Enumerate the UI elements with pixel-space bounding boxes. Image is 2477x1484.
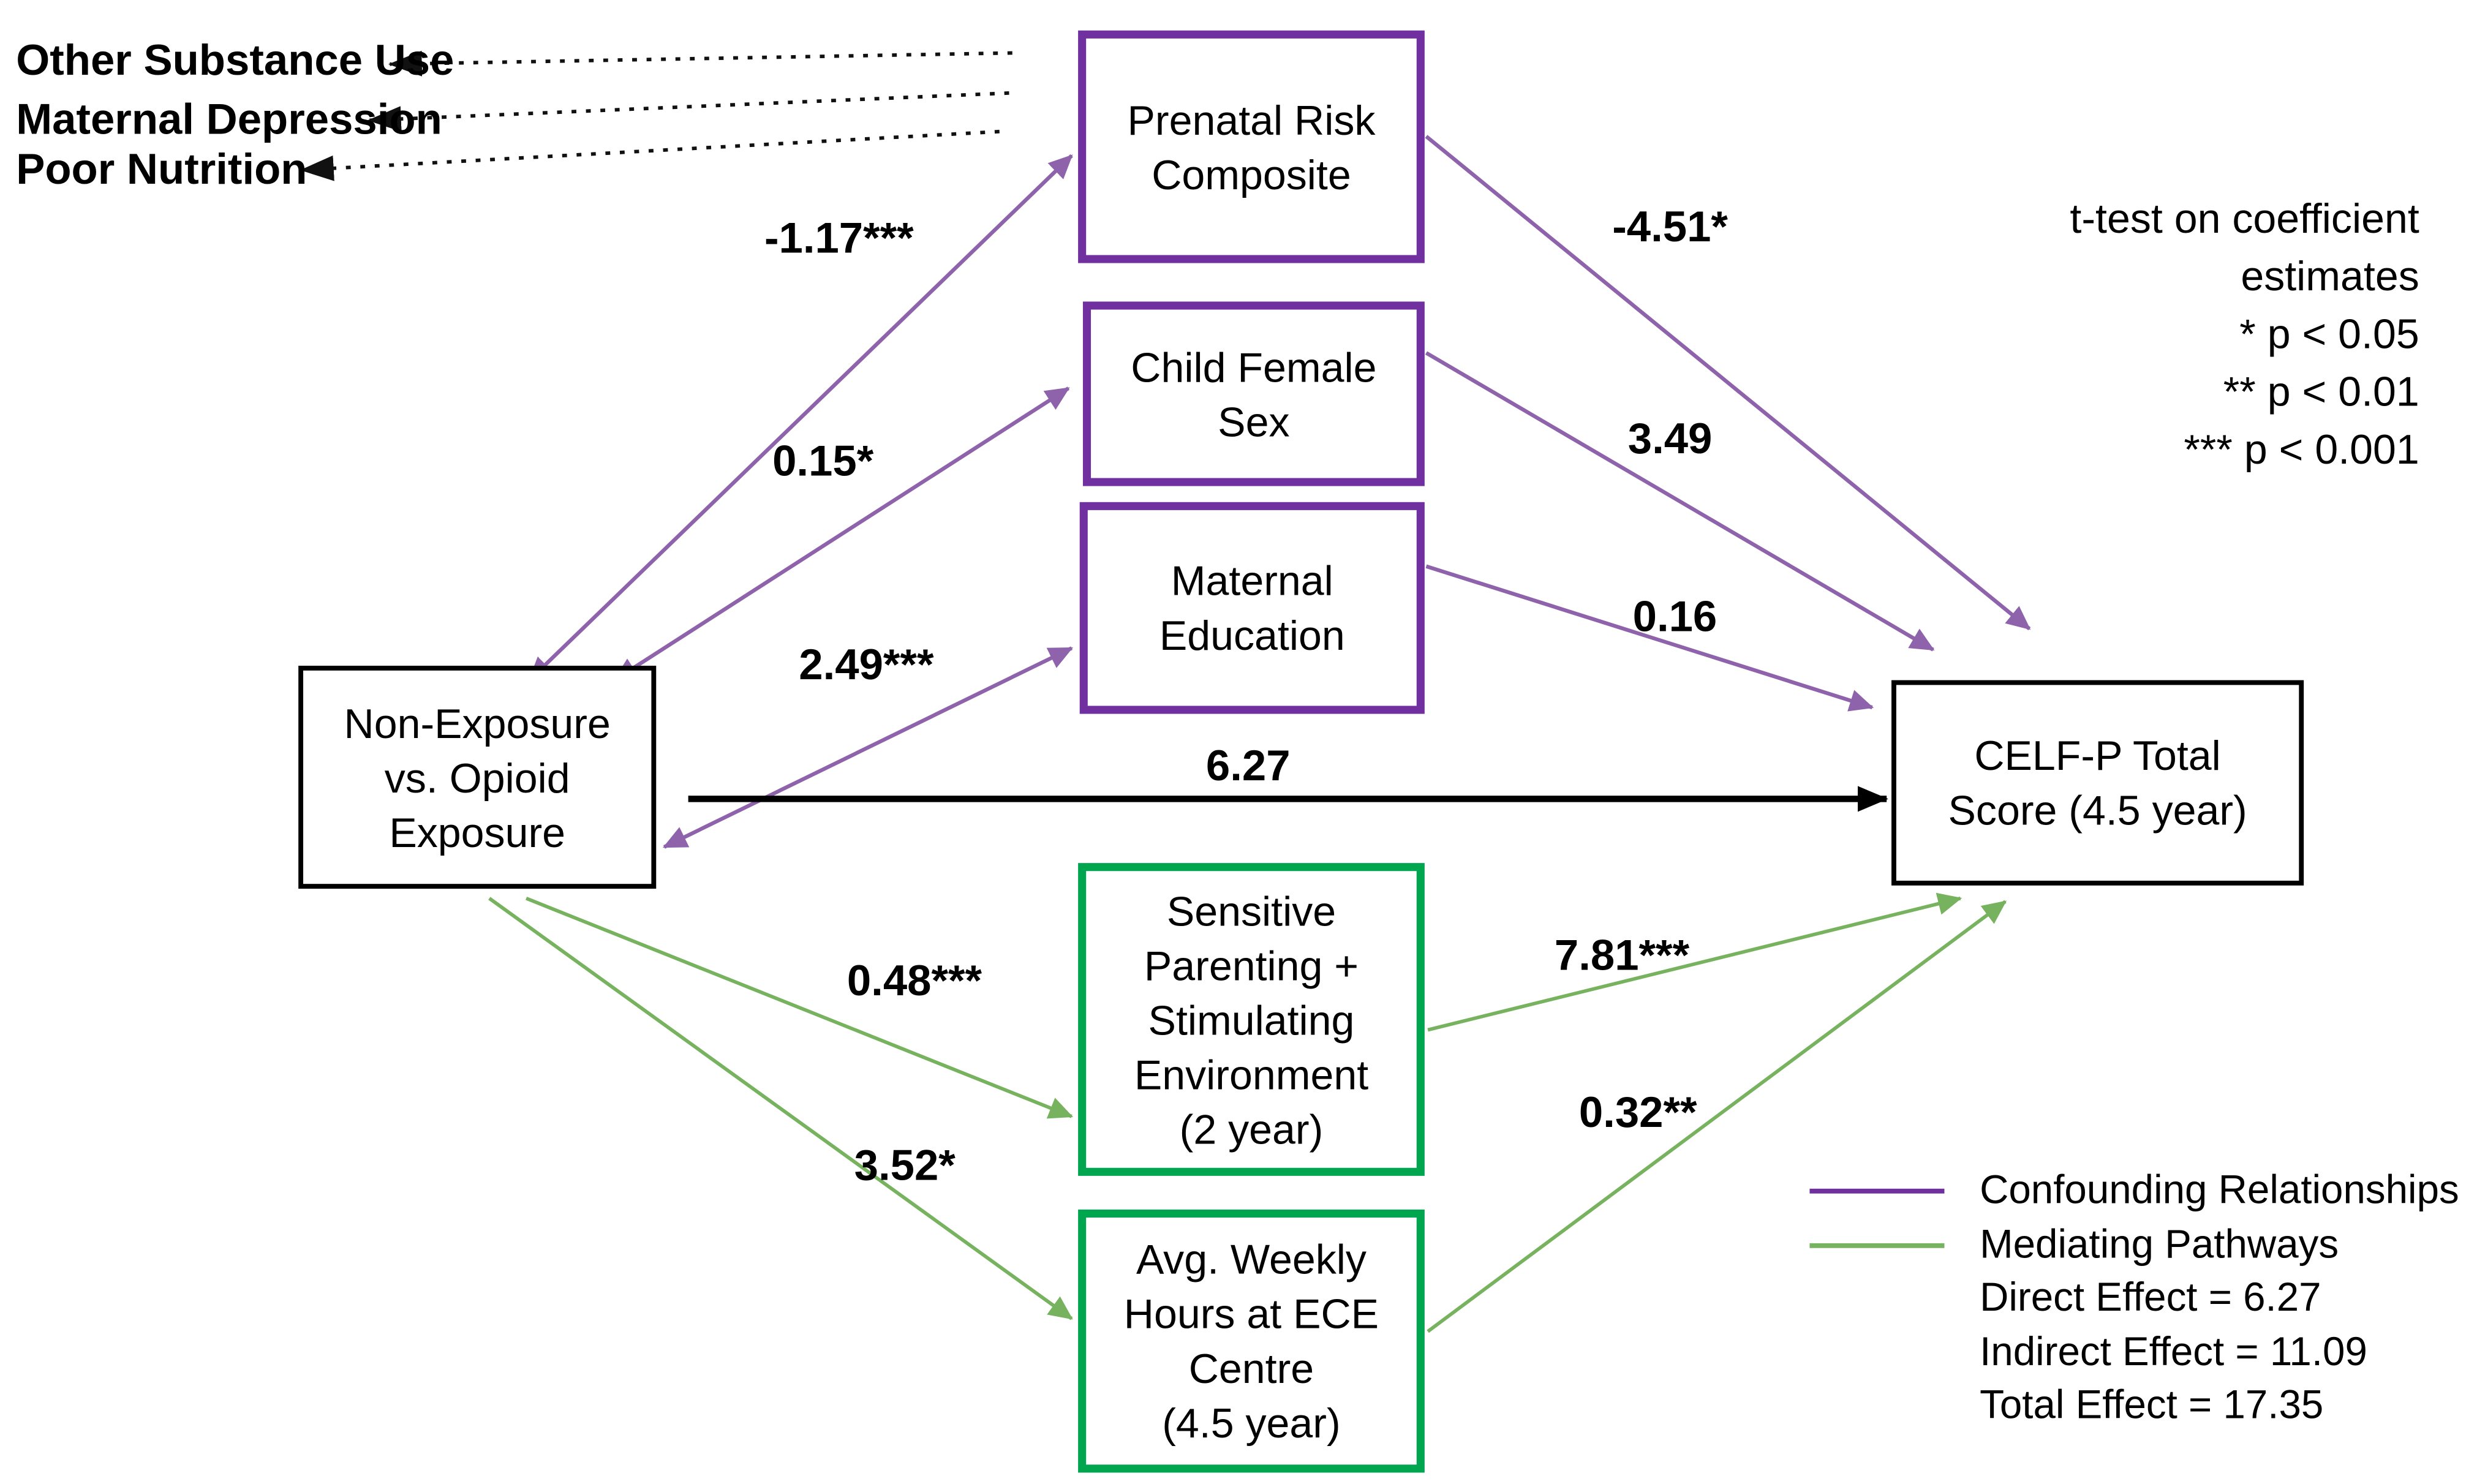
- legend-mediating-label: Mediating Pathways: [1980, 1221, 2339, 1267]
- dashed-arrow-nutrition: [300, 129, 1000, 181]
- box-prenatal-risk-composite: Prenatal Risk Composite: [1078, 30, 1425, 263]
- box-sensitive-parenting: Sensitive Parenting + Stimulating Enviro…: [1078, 863, 1425, 1176]
- legend-row-direct-effect: Direct Effect = 6.27: [1809, 1272, 2459, 1326]
- legend-row-indirect-effect: Indirect Effect = 11.09: [1809, 1326, 2459, 1380]
- coef-exposure-maternal-education: 2.49***: [799, 641, 934, 689]
- dashed-arrow-substance: [388, 50, 1012, 77]
- coef-exposure-child-sex: 0.15*: [772, 437, 874, 486]
- confounding-line-swatch: [1809, 1189, 1945, 1194]
- dashed-arrow-depression: [367, 91, 1009, 132]
- box-outcome: CELF-P Total Score (4.5 year): [1891, 680, 2304, 886]
- arrow-parenting-outcome: [1427, 892, 1962, 1032]
- coef-maternal-education-outcome: 0.16: [1632, 592, 1717, 641]
- legend-row-confounding: Confounding Relationships: [1809, 1165, 2459, 1219]
- arrow-child-sex-outcome: [1425, 351, 1935, 652]
- coef-parenting-outcome: 7.81***: [1554, 931, 1690, 980]
- legend: Confounding Relationships Mediating Path…: [1809, 1165, 2459, 1434]
- mediating-line-swatch: [1809, 1243, 1945, 1248]
- arrow-maternal-education-outcome: [1425, 564, 1874, 712]
- arrow-exposure-maternal-education: [662, 646, 1073, 849]
- legend-row-mediating: Mediating Pathways: [1809, 1218, 2459, 1272]
- label-poor-nutrition: Poor Nutrition: [16, 145, 307, 194]
- coef-exposure-parenting: 0.48***: [846, 957, 982, 1005]
- box-child-female-sex: Child Female Sex: [1082, 301, 1425, 486]
- legend-row-total-effect: Total Effect = 17.35: [1809, 1380, 2459, 1434]
- box-exposure: Non-Exposure vs. Opioid Exposure: [298, 665, 657, 889]
- coef-child-sex-outcome: 3.49: [1627, 415, 1713, 463]
- coef-ece-outcome: 0.32**: [1578, 1088, 1697, 1137]
- coef-direct-effect: 6.27: [1205, 742, 1291, 790]
- legend-confounding-label: Confounding Relationships: [1980, 1167, 2459, 1213]
- significance-legend: t-test on coefficient estimates * p < 0.…: [2070, 194, 2419, 473]
- legend-total-effect: Total Effect = 17.35: [1980, 1382, 2324, 1428]
- label-maternal-depression: Maternal Depression: [16, 95, 442, 144]
- box-ece-hours: Avg. Weekly Hours at ECE Centre (4.5 yea…: [1078, 1209, 1425, 1473]
- arrow-exposure-ece: [488, 897, 1073, 1320]
- legend-indirect-effect: Indirect Effect = 11.09: [1980, 1329, 2367, 1374]
- arrow-ece-outcome: [1427, 900, 2007, 1333]
- legend-direct-effect: Direct Effect = 6.27: [1980, 1275, 2321, 1320]
- arrow-exposure-child-sex: [613, 386, 1070, 682]
- coef-prenatal-outcome: -4.51*: [1612, 203, 1728, 251]
- arrow-prenatal-outcome: [1425, 135, 2031, 631]
- label-other-substance-use: Other Substance Use: [16, 36, 454, 85]
- coef-exposure-prenatal: -1.17***: [764, 214, 914, 263]
- box-maternal-education: Maternal Education: [1079, 502, 1425, 714]
- coef-exposure-ece: 3.52*: [854, 1141, 956, 1190]
- arrow-exposure-parenting: [526, 897, 1074, 1119]
